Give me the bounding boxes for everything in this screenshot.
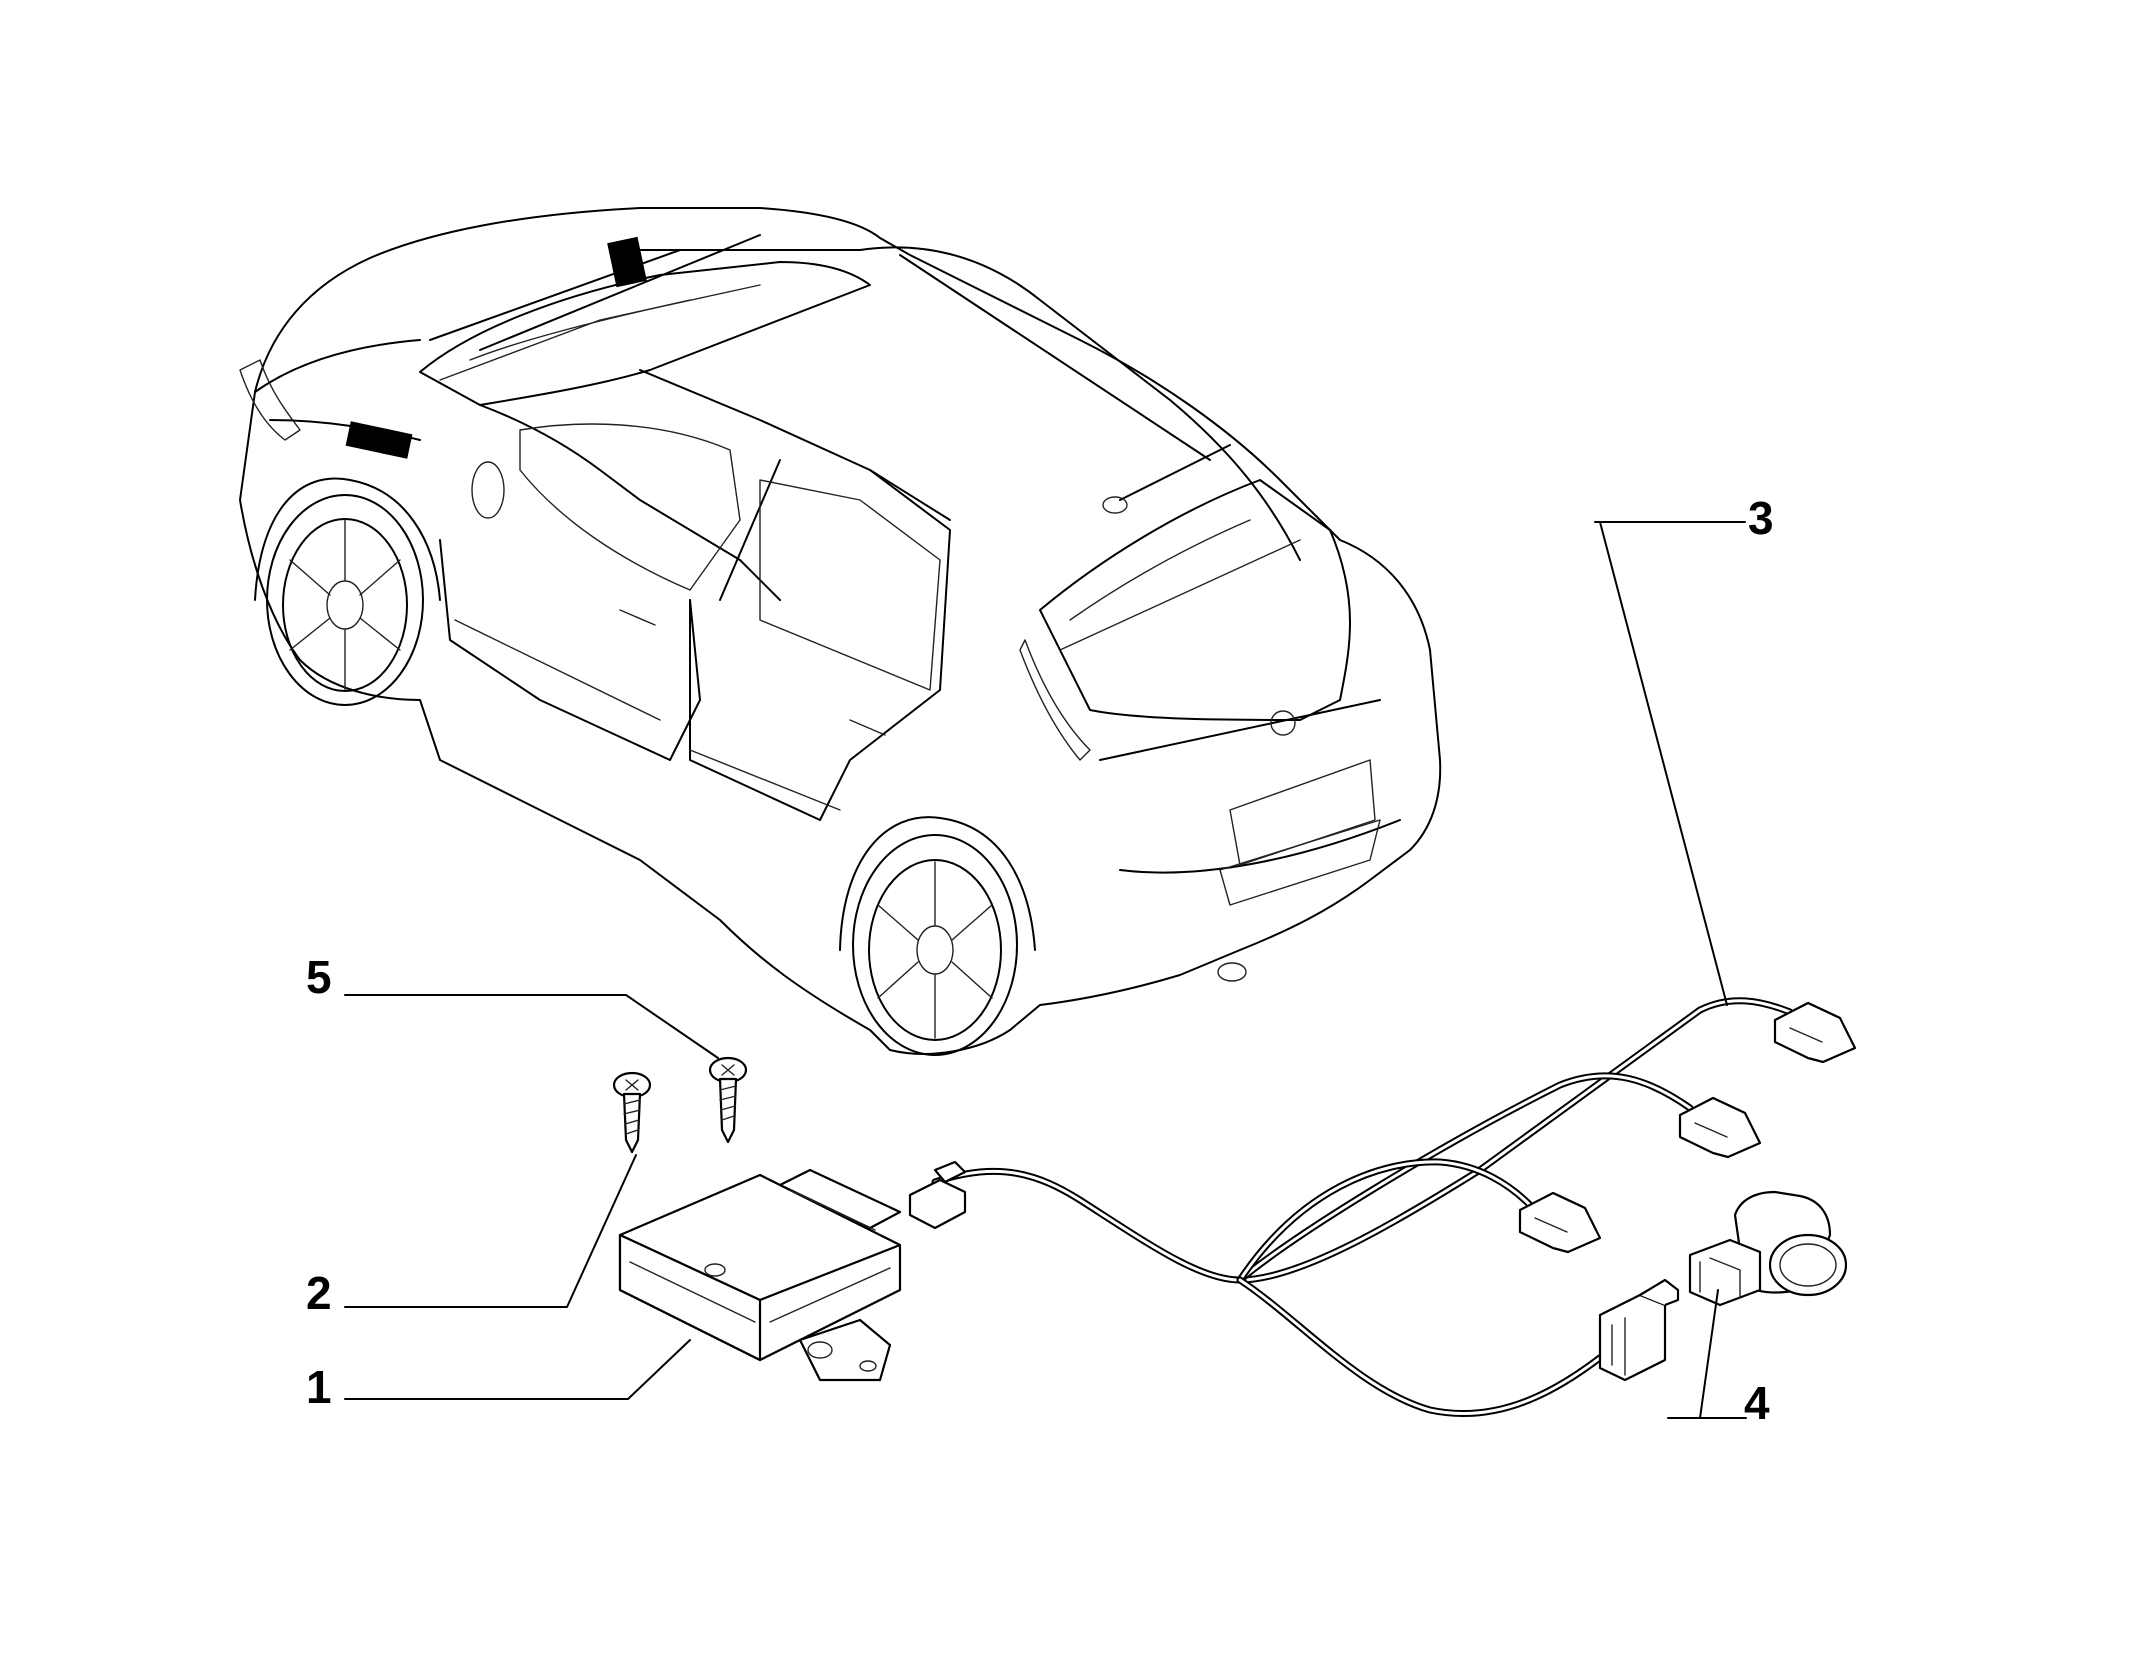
callout-labels: 3 5 2 1 4 [306, 492, 1774, 1429]
rear-wheel [839, 816, 1036, 1056]
callout-number-1: 1 [306, 1361, 332, 1413]
engine-bay-module-marker [345, 421, 413, 459]
harness-connector-2 [1678, 1096, 1762, 1159]
callout-leaders [344, 521, 1747, 1419]
callout-number-2: 2 [306, 1267, 332, 1319]
front-wheel [254, 477, 441, 706]
screw-part-left [612, 1071, 652, 1154]
wiring-harness-part [908, 997, 1857, 1417]
dash-module-marker [607, 236, 647, 288]
harness-connector-4 [1598, 1278, 1680, 1382]
callout-number-3: 3 [1748, 492, 1774, 544]
parking-sensor-part [1688, 1190, 1848, 1307]
harness-connector-1 [1773, 1001, 1857, 1064]
callout-number-5: 5 [306, 951, 332, 1003]
callout-number-4: 4 [1744, 1377, 1770, 1429]
harness-connector-main [908, 1178, 967, 1230]
harness-connector-3 [1518, 1191, 1602, 1254]
car-illustration [239, 207, 1442, 1056]
screw-part-right [708, 1056, 748, 1144]
control-unit-part [618, 1168, 902, 1382]
